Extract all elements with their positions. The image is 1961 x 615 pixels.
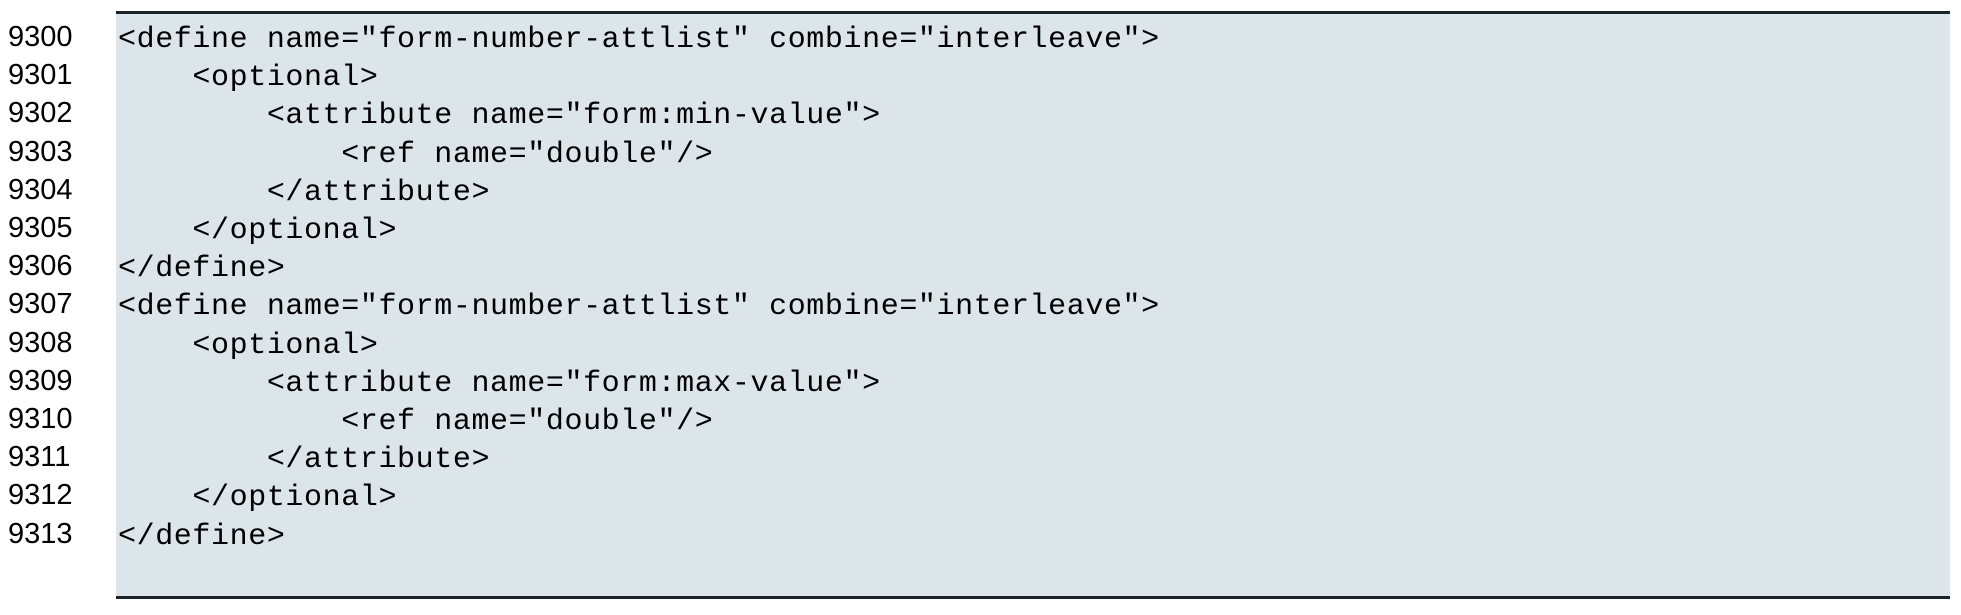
code-panel[interactable]: <define name="form-number-attlist" combi… [116, 11, 1950, 599]
code-line: <attribute name="form:min-value"> [118, 99, 881, 134]
line-number: 9313 [8, 517, 73, 550]
line-number: 9308 [8, 326, 73, 359]
line-number: 9309 [8, 364, 73, 397]
code-line: <define name="form-number-attlist" combi… [118, 23, 1160, 57]
code-line: <attribute name="form:max-value"> [118, 366, 881, 401]
code-line: </attribute> [118, 175, 491, 210]
code-line: </attribute> [118, 443, 491, 478]
line-number: 9307 [8, 288, 73, 321]
line-number-gutter: 9300 9301 9302 9303 9304 9305 9306 9307 … [0, 0, 116, 553]
code-line: </optional> [118, 214, 398, 249]
line-number: 9302 [8, 97, 73, 130]
line-number: 9300 [8, 21, 73, 53]
line-number: 9310 [8, 403, 73, 436]
code-line: <ref name="double"/> [118, 405, 714, 440]
code-line: <optional> [118, 328, 379, 363]
line-number: 9304 [8, 173, 73, 206]
code-line: </define> [118, 252, 286, 287]
line-number: 9311 [8, 441, 71, 474]
code-line: </define> [118, 519, 286, 554]
code-line: <ref name="double"/> [118, 137, 714, 172]
line-number: 9312 [8, 479, 73, 512]
code-line: <optional> [118, 61, 379, 96]
line-number: 9306 [8, 250, 73, 283]
line-number: 9305 [8, 212, 73, 245]
code-line: <define name="form-number-attlist" combi… [118, 290, 1160, 325]
code-line: </optional> [118, 481, 398, 516]
line-number: 9301 [8, 59, 73, 92]
line-number: 9303 [8, 135, 73, 168]
